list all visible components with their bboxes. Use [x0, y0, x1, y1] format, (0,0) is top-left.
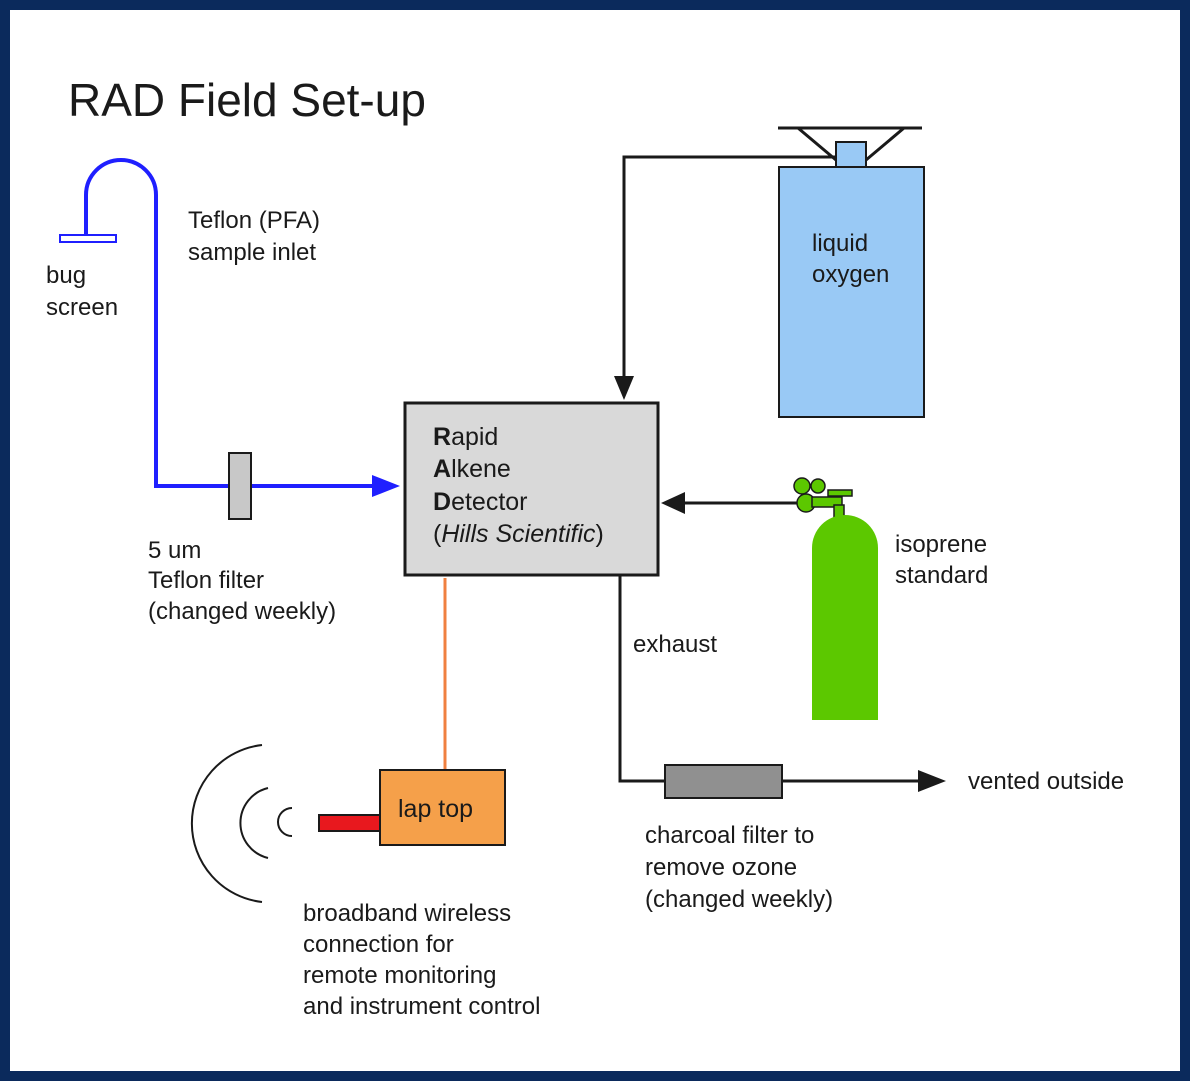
diagram-title: RAD Field Set-up: [68, 74, 426, 126]
teflon-filter-label: 5 um Teflon filter (changed weekly): [148, 537, 336, 625]
detector-label-rapid: Rapid: [433, 423, 498, 451]
isoprene-arrow-head: [661, 492, 685, 514]
inlet-arrow-head: [372, 475, 400, 497]
oxygen-tank: [778, 166, 925, 418]
inlet-label: Teflon (PFA) sample inlet: [188, 207, 327, 266]
bug-screen-label: bug screen: [46, 262, 118, 321]
detector-box: [403, 401, 660, 577]
isoprene-regulator: [793, 477, 853, 522]
isoprene-cylinder: [812, 515, 878, 720]
oxygen-valve: [835, 141, 867, 169]
exhaust-line: [618, 576, 665, 783]
charcoal-label: charcoal filter to remove ozone (changed…: [645, 822, 833, 913]
oxygen-label: liquid oxygen: [812, 230, 889, 288]
wireless-label: broadband wireless connection for remote…: [303, 900, 540, 1020]
exhaust-label: exhaust: [633, 631, 717, 658]
wireless-waves-icon: [190, 744, 293, 903]
vent-arrow-head: [918, 770, 946, 792]
teflon-filter: [228, 452, 252, 520]
oxygen-arrow-head: [614, 376, 634, 400]
laptop-label: lap top: [398, 795, 473, 823]
isoprene-label: isoprene standard: [895, 531, 994, 589]
oxygen-line: [622, 155, 836, 378]
detector-label-maker: (Hills Scientific): [433, 520, 604, 548]
oxygen-stand: [778, 126, 922, 162]
detector-label-alkene: Alkene: [433, 455, 511, 483]
detector-label-detector: Detector: [433, 488, 528, 516]
sample-inlet-tube: [84, 158, 385, 488]
laptop-box: [379, 769, 506, 846]
wireless-antenna: [318, 814, 381, 832]
charcoal-filter: [664, 764, 783, 799]
bug-screen: [59, 234, 117, 243]
vented-label: vented outside: [968, 768, 1124, 795]
